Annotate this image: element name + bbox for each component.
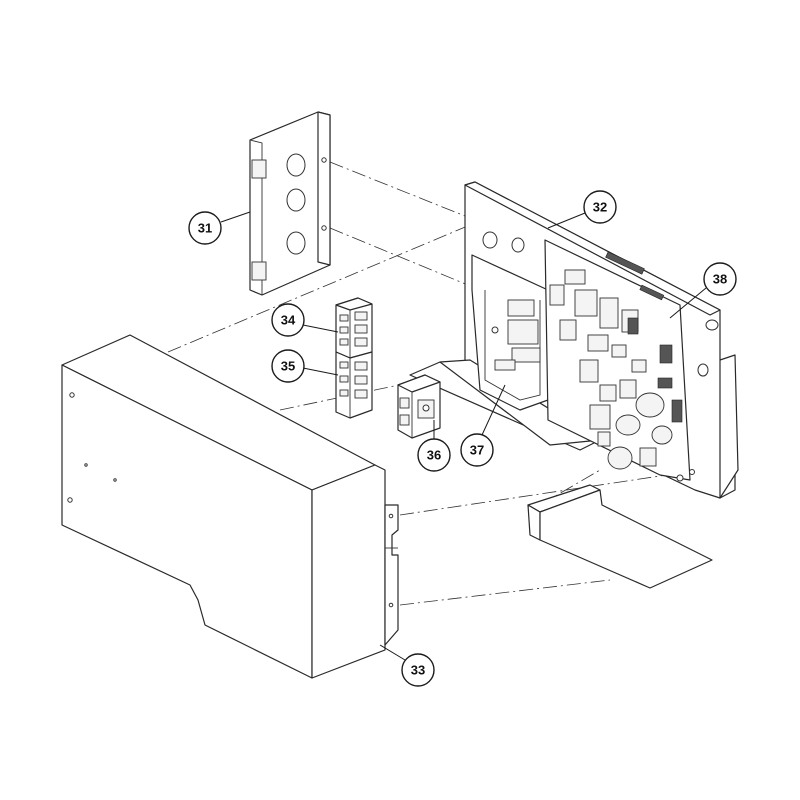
part-34-terminal-block: [335, 297, 373, 359]
callout-33-label: 33: [411, 663, 425, 678]
callout-36-label: 36: [427, 448, 441, 463]
callout-38: 38: [703, 262, 737, 296]
callout-37: 37: [460, 433, 494, 467]
part-35-terminal-block: [335, 351, 373, 419]
callout-34-label: 34: [281, 313, 296, 328]
callout-32-label: 32: [593, 200, 607, 215]
callout-31-label: 31: [198, 221, 212, 236]
part-36-relay: [397, 374, 441, 439]
callout-34: 34: [271, 303, 305, 337]
part-31-cover-plate: [249, 111, 331, 296]
callout-35: 35: [271, 349, 305, 383]
callout-32: 32: [583, 190, 617, 224]
callout-31: 31: [188, 211, 222, 245]
callout-33: 33: [401, 653, 435, 687]
callout-37-label: 37: [470, 443, 484, 458]
callout-36: 36: [417, 438, 451, 472]
part-33-outer-cover: [61, 334, 399, 679]
leader-lines: [220, 211, 707, 661]
bottom-plate: [527, 484, 713, 589]
callout-35-label: 35: [281, 359, 295, 374]
callout-38-label: 38: [713, 272, 727, 287]
part-32-control-box: [409, 181, 739, 499]
